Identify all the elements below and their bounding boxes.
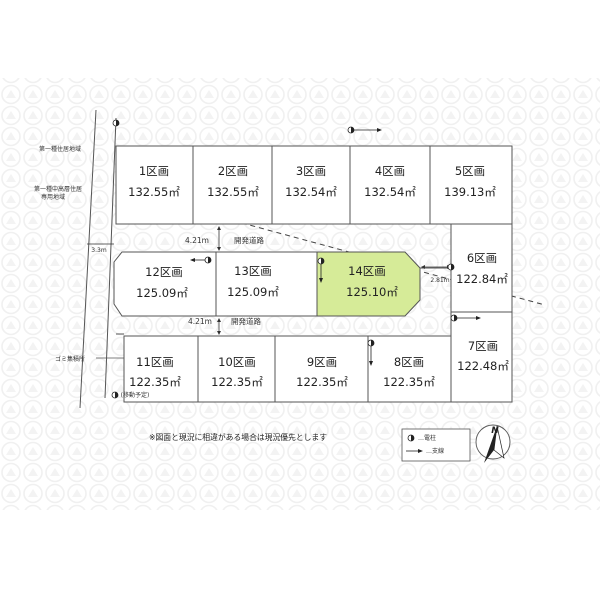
road-upper-name-label: 開発道路 xyxy=(234,235,264,245)
guy-wire-icon xyxy=(319,264,323,283)
pole-planned-label: (移動予定) xyxy=(121,391,150,399)
disclaimer-note: ※図面と現況に相違がある場合は現況優先とします xyxy=(149,432,327,442)
lot-12-area: 125.09㎡ xyxy=(136,286,188,300)
lot-10-name: 10区画 xyxy=(218,355,256,369)
utility-pole-icon xyxy=(317,257,325,265)
main-road xyxy=(79,109,117,409)
lot-3-outline xyxy=(271,145,351,225)
guy-wire-icon xyxy=(354,128,382,132)
road-lower-name-label: 開発道路 xyxy=(231,316,261,326)
lot-8-name: 8区画 xyxy=(394,355,424,369)
lot-9-area: 122.35㎡ xyxy=(296,375,348,389)
lot-4-name: 4区画 xyxy=(375,164,405,178)
row-2-lots xyxy=(113,223,513,317)
lot-5-name: 5区画 xyxy=(455,164,485,178)
lot-8-area: 122.35㎡ xyxy=(383,375,435,389)
lot-14-name: 14区画 xyxy=(348,264,386,278)
lot-10-outline xyxy=(197,335,276,403)
lot-14-outline xyxy=(316,251,421,317)
utility-pole-icon xyxy=(407,434,415,442)
zone-lower-label-2: 専用地域 xyxy=(41,193,65,201)
utility-pole-icon xyxy=(112,119,120,127)
legend-pole-label: …電柱 xyxy=(418,434,436,442)
garbage-label: ゴミ集積所 xyxy=(55,355,85,363)
lot-12-name: 12区画 xyxy=(145,265,183,279)
lot-13-outline xyxy=(215,251,318,317)
lot-1-area: 132.55㎡ xyxy=(128,185,180,199)
development-roads xyxy=(116,223,451,335)
lot-3-area: 132.54㎡ xyxy=(285,185,337,199)
lot-8-outline xyxy=(367,335,452,403)
lot-6-area: 122.84㎡ xyxy=(456,272,508,286)
utility-pole-icon xyxy=(204,256,212,264)
utility-pole-icon xyxy=(447,263,455,271)
lot-13-name: 13区画 xyxy=(234,264,272,278)
lot-1-outline xyxy=(115,145,194,225)
road-width-main-label: 3.3m xyxy=(91,247,107,254)
zone-upper-label: 第一種住居地域 xyxy=(39,145,81,153)
dimension-arrows xyxy=(87,228,449,333)
lot-9-name: 9区画 xyxy=(307,355,337,369)
lot-7-name: 7区画 xyxy=(468,339,498,353)
lot-11-name: 11区画 xyxy=(136,355,174,369)
guy-wire-icon xyxy=(190,258,205,262)
lot-7-outline xyxy=(450,311,513,403)
lot-9-outline xyxy=(274,335,369,403)
lot-13-area: 125.09㎡ xyxy=(227,285,279,299)
zone-lower-label-1: 第一種中高層住居 xyxy=(34,185,82,193)
north-arrow-icon xyxy=(475,424,511,463)
north-label: N xyxy=(491,426,499,436)
lot-2-area: 132.55㎡ xyxy=(207,185,259,199)
lot-6-outline xyxy=(450,223,513,313)
side-width-label: 2.81m xyxy=(430,277,449,284)
guy-wire-icon xyxy=(406,449,423,453)
guy-wire-icon xyxy=(369,346,373,366)
legend xyxy=(401,428,471,462)
guy-wire-icon xyxy=(457,316,481,320)
lot-14-area: 125.10㎡ xyxy=(346,285,398,299)
lot-7-area: 122.48㎡ xyxy=(457,359,509,373)
lot-4-area: 132.54㎡ xyxy=(364,185,416,199)
legend-wire-label: …支線 xyxy=(426,447,444,455)
lot-12-outline xyxy=(113,251,217,317)
lot-5-area: 139.13㎡ xyxy=(444,185,496,199)
road-lower-width-label: 4.21m xyxy=(188,317,212,326)
lot-6-name: 6区画 xyxy=(467,251,497,265)
utility-pole-icon xyxy=(367,339,375,347)
lot-labels: 1区画 132.55㎡ 2区画 132.55㎡ 3区画 132.54㎡ 4区画 132.54㎡… xyxy=(128,164,509,389)
lot-2-name: 2区画 xyxy=(218,164,248,178)
road-upper-width-label: 4.21m xyxy=(185,236,209,245)
utility-pole-icon xyxy=(450,314,458,322)
row-3-lots xyxy=(123,311,513,403)
lot-11-outline xyxy=(123,335,199,403)
lot-1-name: 1区画 xyxy=(139,164,169,178)
utility-pole-icon xyxy=(111,391,119,399)
lot-10-area: 122.35㎡ xyxy=(211,375,263,389)
utility-pole-icon xyxy=(347,126,355,134)
lot-11-area: 122.35㎡ xyxy=(129,375,181,389)
lot-3-name: 3区画 xyxy=(296,164,326,178)
